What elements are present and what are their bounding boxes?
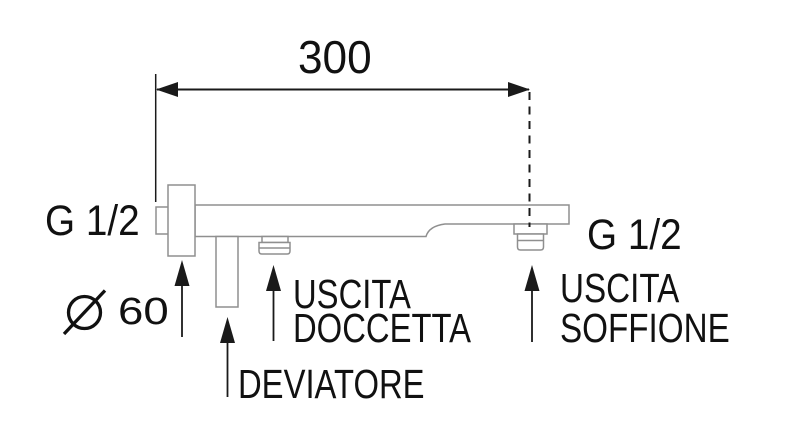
diameter-arrow-head: [174, 260, 190, 286]
thread-label-right: G 1/2: [587, 211, 682, 259]
handshower-arrow-head: [266, 265, 281, 291]
showerhead-outlet-label-line1: USCITA: [560, 265, 680, 311]
showerhead-arrow-head: [524, 265, 540, 291]
diameter-symbol-circle: [66, 294, 103, 331]
handshower-outlet-label-line1: USCITA: [293, 271, 411, 317]
diameter-symbol-slash: [62, 289, 107, 336]
diverter-label: DEVIATORE: [238, 361, 425, 407]
handshower-outlet-label: USCITA DOCCETTA: [293, 271, 471, 351]
diverter-pull-rod: [215, 235, 239, 308]
spout-arm: [194, 204, 570, 238]
dimension-label-300: 300: [298, 31, 372, 83]
handshower-outlet-neck: [261, 235, 289, 244]
diverter-arrow-head: [220, 317, 235, 343]
dimension-arrowhead-right: [508, 82, 530, 97]
diameter-label-value: 60: [118, 291, 169, 333]
thread-label-left: G 1/2: [45, 197, 140, 245]
fixture-outline: [155, 184, 570, 308]
dimension-arrowhead-left: [156, 82, 178, 97]
handshower-outlet-label-line2: DOCCETTA: [293, 304, 471, 351]
pointer-arrows: [174, 260, 540, 397]
showerhead-outlet-label-line2: SOFFIONE: [560, 305, 730, 351]
showerhead-outlet-label: USCITA SOFFIONE: [560, 265, 730, 351]
wall-plate: [167, 184, 196, 257]
diameter-symbol: [62, 289, 107, 336]
showerhead-outlet-body: [516, 233, 545, 251]
